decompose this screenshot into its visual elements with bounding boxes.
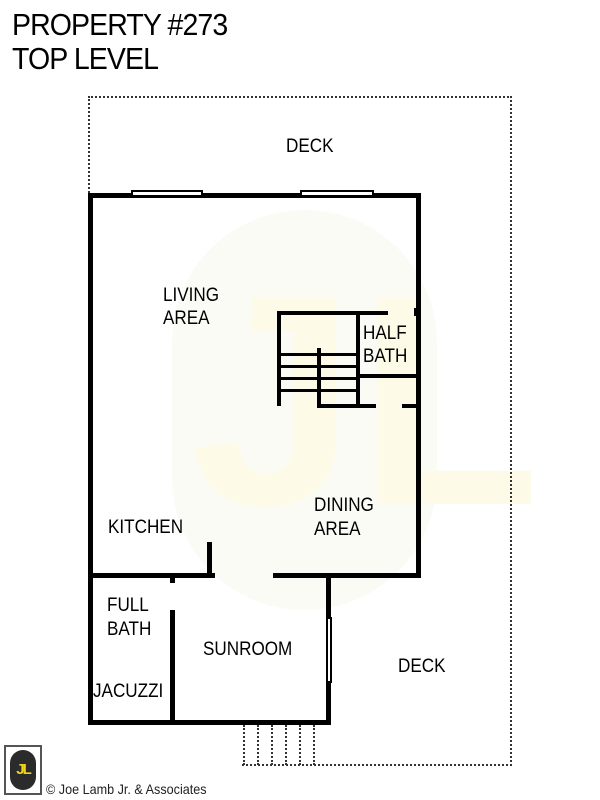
label-living-2: AREA	[163, 308, 210, 329]
sunroom-window	[326, 617, 332, 683]
label-full-bath-1: FULL	[107, 595, 149, 616]
window-top-right	[300, 190, 374, 197]
stair-wall-top	[277, 311, 388, 315]
label-dining-2: AREA	[314, 519, 361, 540]
right-wall-stub	[414, 308, 418, 316]
deck-outline-top	[88, 96, 512, 98]
full-bath-wall	[170, 610, 175, 725]
step-line	[257, 725, 259, 765]
step-line	[285, 725, 287, 765]
label-half-bath-2: BATH	[363, 346, 408, 367]
label-jacuzzi: JACUZZI	[93, 681, 164, 702]
logo-badge: JL	[10, 750, 36, 790]
window-top-left	[131, 190, 203, 197]
step-line	[271, 725, 273, 765]
label-deck-top: DECK	[286, 136, 334, 157]
half-bath-door-stub	[402, 404, 418, 408]
copyright-text: © Joe Lamb Jr. & Associates	[46, 781, 207, 797]
company-logo: JL	[4, 745, 42, 795]
stair-wall-left	[277, 311, 281, 406]
stair-tread	[281, 389, 356, 392]
level-title: TOP LEVEL	[12, 41, 159, 76]
full-bath-wall-stub	[170, 575, 175, 583]
dining-bottom-wall	[273, 573, 421, 578]
stair-tread	[281, 365, 356, 368]
deck-outline-bottom	[242, 764, 512, 766]
stair-tread	[281, 353, 356, 356]
wall-bottom	[88, 720, 331, 725]
wall-left	[88, 193, 93, 725]
label-kitchen: KITCHEN	[108, 517, 184, 538]
step-line	[299, 725, 301, 765]
stair-wall-right	[356, 311, 360, 406]
label-full-bath-2: BATH	[107, 619, 152, 640]
half-bath-bottom-wall	[356, 374, 418, 378]
stair-bottom-wall	[317, 404, 376, 408]
label-dining-1: DINING	[314, 495, 374, 516]
deck-outline-left	[88, 96, 90, 196]
wall-top	[88, 193, 421, 198]
label-sunroom: SUNROOM	[203, 639, 293, 660]
wall-right	[416, 193, 421, 578]
property-title: PROPERTY #273	[12, 7, 228, 42]
label-half-bath-1: HALF	[363, 323, 407, 344]
watermark-letters: JL	[190, 232, 541, 568]
label-living-1: LIVING	[163, 285, 220, 306]
watermark-logo: JL	[172, 210, 540, 610]
step-line	[243, 725, 245, 765]
label-deck-right: DECK	[398, 656, 446, 677]
deck-outline-right	[510, 96, 512, 766]
stair-tread	[281, 377, 356, 380]
kitchen-stub-wall	[207, 542, 212, 578]
kitchen-bottom-wall	[88, 573, 215, 578]
step-line	[313, 725, 315, 765]
